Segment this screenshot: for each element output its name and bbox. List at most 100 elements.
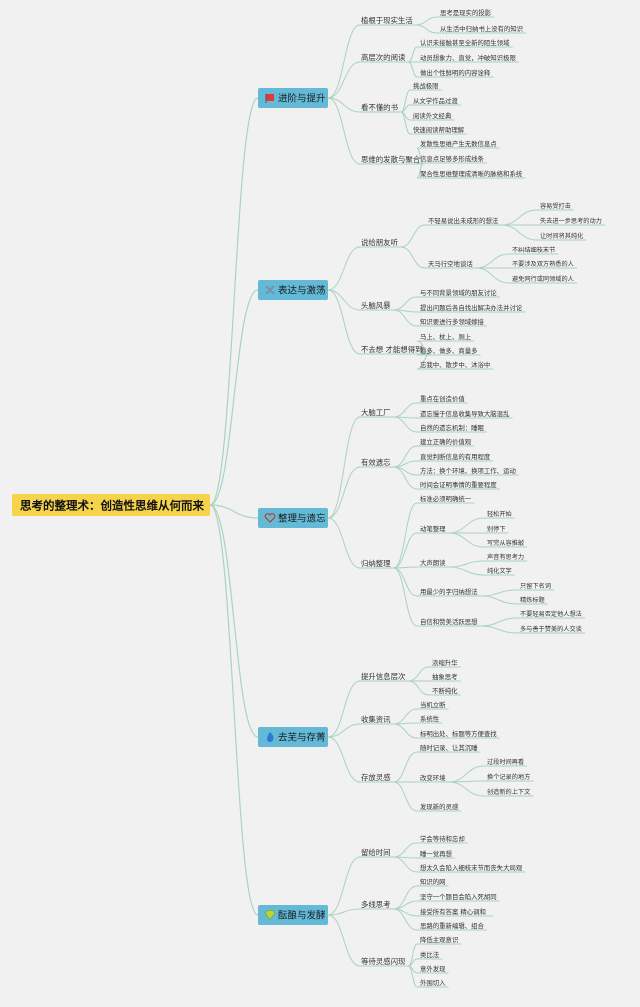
subtopic-label[interactable]: 信息点足够多形成线条 — [420, 154, 485, 163]
subtopic-label[interactable]: 看多、做多、商量多 — [420, 346, 478, 355]
detail-label[interactable]: 容易受打击 — [540, 202, 571, 210]
subtopic-label[interactable]: 忘我中、散步中、沐浴中 — [420, 360, 490, 369]
connector-line — [327, 723, 361, 738]
subtopic-label[interactable]: 思路的重新编辑、组合 — [420, 921, 485, 930]
detail-label[interactable]: 换个记录的地方 — [487, 773, 530, 781]
subtopic-label[interactable]: 重点在创造价值 — [420, 394, 465, 403]
topic-label[interactable]: 头脑风暴 — [361, 301, 391, 310]
subtopic-label[interactable]: 知识要进行多领域嫁接 — [420, 317, 485, 326]
subtopic-label[interactable]: 挑战极限 — [413, 81, 439, 90]
branch-node-5[interactable]: 酝酿与发酵 — [258, 905, 328, 925]
detail-label[interactable]: 别停下 — [487, 525, 506, 533]
subtopic-label[interactable]: 阅读外文经典 — [413, 111, 452, 120]
subtopic-label[interactable]: 睡一觉再想 — [420, 849, 453, 858]
topic-label[interactable]: 植根于现实生活 — [361, 16, 413, 25]
subtopic-label[interactable]: 抽象思考 — [432, 672, 458, 681]
topic-label[interactable]: 多线思考 — [361, 900, 391, 909]
subtopic-label[interactable]: 想太久会陷入细枝末节而丧失大局观 — [420, 863, 523, 872]
subtopic-label[interactable]: 大声朗读 — [420, 558, 446, 567]
subtopic-label[interactable]: 发现新的灵感 — [420, 802, 459, 811]
detail-label[interactable]: 精炼标题 — [520, 596, 545, 604]
connector-line — [400, 224, 426, 248]
detail-label[interactable]: 创造新的上下文 — [487, 788, 530, 796]
detail-label[interactable]: 避免同行或同领域的人 — [512, 275, 574, 283]
crossed-tools-icon — [265, 285, 275, 295]
detail-label[interactable]: 让时间将其纯化 — [540, 232, 583, 240]
subtopic-label[interactable]: 自信和赞美活跃思想 — [420, 617, 478, 626]
subtopic-label[interactable]: 遗忘慢于信息收集导致大脑混乱 — [420, 409, 510, 418]
subtopic-label[interactable]: 提出问题后各自找出解决办法并讨论 — [420, 303, 523, 312]
subtopic-label[interactable]: 时间会证明事情的重要程度 — [420, 480, 497, 489]
subtopic-label[interactable]: 从生活中归纳书上没有的知识 — [440, 24, 524, 33]
topic-label[interactable]: 提升信息层次 — [361, 672, 406, 681]
branch-node-box — [258, 727, 328, 747]
subtopic-label[interactable]: 思考是现实的投影 — [440, 8, 492, 17]
branch-node-2[interactable]: 表达与激荡 — [258, 280, 328, 300]
detail-label[interactable]: 不纠结细枝末节 — [512, 246, 555, 254]
subtopic-label[interactable]: 学会等待和忘却 — [420, 834, 465, 843]
subtopic-label[interactable]: 动笔整理 — [420, 524, 446, 533]
detail-label[interactable]: 轻松开始 — [487, 510, 512, 518]
subtopic-label[interactable]: 用最少的字归纳想法 — [420, 587, 478, 596]
topic-label[interactable]: 收集资讯 — [361, 715, 391, 724]
subtopic-label[interactable]: 随时记录、让其沉睡 — [420, 743, 478, 752]
subtopic-label[interactable]: 知识的网 — [420, 877, 446, 886]
subtopic-label[interactable]: 建立正确的价值观 — [420, 437, 472, 446]
subtopic-label[interactable]: 改变环境 — [420, 773, 446, 782]
subtopic-label[interactable]: 自然的遗忘机制：睡眠 — [420, 423, 485, 432]
detail-label[interactable]: 只留下名词 — [520, 582, 551, 590]
subtopic-label[interactable]: 认识未接触甚至全新的陌生领域 — [420, 38, 510, 47]
detail-label[interactable]: 不要轻易否定他人想法 — [520, 610, 582, 618]
subtopic-label[interactable]: 意外发现 — [420, 964, 446, 973]
subtopic-label[interactable]: 直觉判断信息的有用程度 — [420, 452, 491, 461]
subtopic-label[interactable]: 浓缩升华 — [432, 658, 458, 667]
subtopic-label[interactable]: 外围切入 — [420, 978, 446, 987]
subtopic-label[interactable]: 快速阅读帮助理解 — [413, 125, 465, 134]
subtopic-label[interactable]: 标明出处、标题等方便查找 — [420, 729, 497, 738]
topic-label[interactable]: 等待灵感闪现 — [361, 957, 406, 966]
subtopic-label[interactable]: 接受所有答案 精心调和 — [420, 907, 486, 916]
topic-label[interactable]: 留给时间 — [361, 848, 391, 857]
root-node-label: 思考的整理术：创造性思维从何而来 — [20, 499, 204, 513]
topic-label[interactable]: 不去想 才能想得到 — [361, 345, 422, 354]
subtopic-label[interactable]: 从文学作品过渡 — [413, 96, 458, 105]
subtopic-label[interactable]: 天马行空地谈话 — [428, 259, 473, 268]
subtopic-label[interactable]: 动员想象力、直觉，冲破知识极限 — [420, 53, 516, 62]
subtopic-label[interactable]: 马上、枕上、厕上 — [420, 332, 472, 341]
branch-node-4[interactable]: 去芜与存菁 — [258, 727, 328, 747]
connector-line — [327, 517, 361, 569]
topic-label[interactable]: 有效遗忘 — [361, 458, 391, 467]
subtopic-label[interactable]: 方法：换个环境、换项工作、运动 — [420, 466, 516, 475]
subtopic-label[interactable]: 当机立断 — [420, 700, 446, 709]
subtopic-label[interactable]: 做出个性鲜明的内容诠释 — [420, 68, 491, 77]
topic-label[interactable]: 存放灵感 — [361, 773, 391, 782]
subtopic-label[interactable]: 类比法 — [420, 950, 440, 959]
subtopic-label[interactable]: 与不同背景领域的朋友讨论 — [420, 288, 497, 297]
topic-label[interactable]: 思维的发散与聚合 — [361, 155, 421, 164]
topic-label[interactable]: 大脑工厂 — [361, 408, 391, 417]
detail-label[interactable]: 过段时间再看 — [487, 758, 524, 766]
topic-label[interactable]: 看不懂的书 — [361, 103, 399, 112]
branch-node-label: 进阶与提升 — [278, 93, 326, 105]
subtopic-label[interactable]: 系统性 — [420, 714, 440, 723]
subtopic-label[interactable]: 标准必须明确统一 — [420, 494, 472, 503]
detail-label[interactable]: 写完从容推敲 — [487, 539, 524, 547]
detail-label[interactable]: 多与善于赞美的人交谈 — [520, 625, 583, 633]
subtopic-label[interactable]: 不断纯化 — [432, 686, 458, 695]
subtopic-label[interactable]: 不轻易说出未成形的想法 — [428, 216, 499, 225]
branch-node-3[interactable]: 整理与遗忘 — [258, 508, 328, 528]
detail-label[interactable]: 不要涉及双方熟悉的人 — [512, 260, 574, 268]
branch-node-1[interactable]: 进阶与提升 — [258, 88, 328, 108]
topic-label[interactable]: 高层次的阅读 — [361, 53, 406, 62]
detail-label[interactable]: 失去进一步思考的动力 — [540, 217, 602, 225]
subtopic-label[interactable]: 发散性思维产生无数信息点 — [420, 139, 497, 148]
subtopic-label[interactable]: 坚守一个题目会陷入死胡同 — [420, 892, 497, 901]
topic-label[interactable]: 说给朋友听 — [361, 238, 399, 247]
subtopic-label[interactable]: 降低主观意识 — [420, 935, 459, 944]
detail-label[interactable]: 纯化文字 — [487, 567, 512, 575]
topic-label[interactable]: 归纳整理 — [361, 559, 391, 568]
root-node[interactable]: 思考的整理术：创造性思维从何而来 — [12, 494, 210, 516]
detail-label[interactable]: 声音有思考力 — [487, 553, 524, 561]
subtopic-label[interactable]: 聚合性思维整理成清晰的脉络和系统 — [420, 169, 523, 178]
